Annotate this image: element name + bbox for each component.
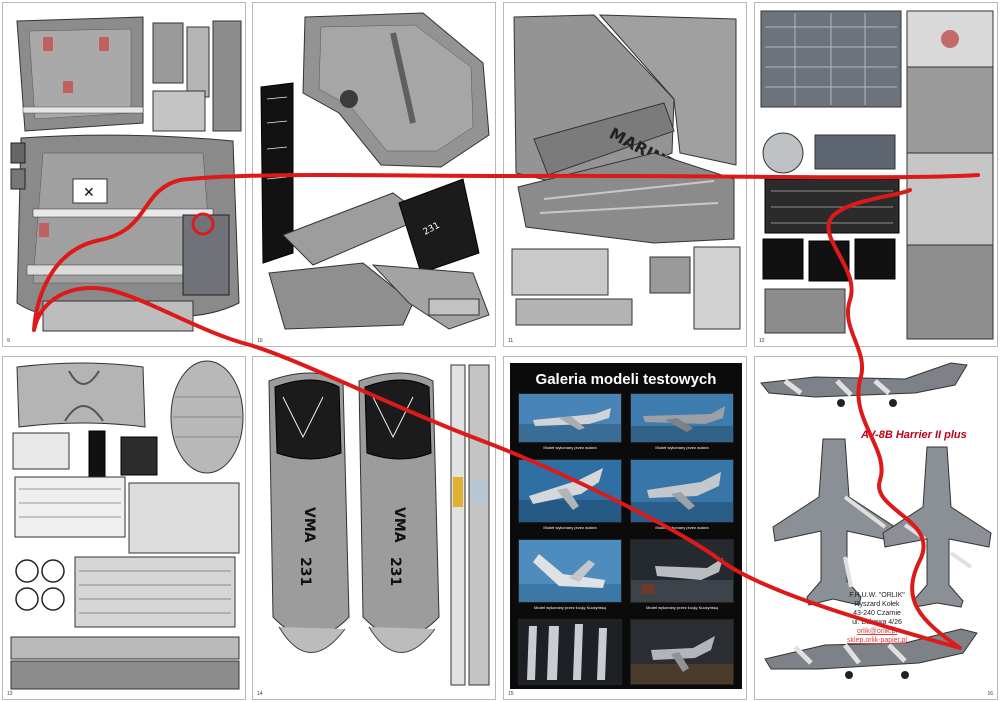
gallery-panel: Galeria modeli testowych Model wykonany … bbox=[510, 363, 742, 689]
photo-7-image bbox=[519, 620, 621, 684]
page-number: 13 bbox=[7, 691, 13, 697]
photo-2-image bbox=[631, 394, 733, 442]
gallery-sheet: Galeria modeli testowych Model wykonany … bbox=[503, 356, 747, 700]
parts-sheet-5: 13 bbox=[2, 356, 246, 700]
publisher-line-4: ul. Bukowa 4/26 bbox=[852, 619, 902, 626]
parts-sheet-2: 231 10 bbox=[252, 2, 496, 347]
harrier-plan-view-left bbox=[772, 438, 896, 606]
parts-sheet-6: VMA 231 VMA 231 14 bbox=[252, 356, 496, 700]
parts-sheet-1-drawing: ✕ bbox=[10, 16, 242, 332]
svg-text:✕: ✕ bbox=[83, 185, 95, 201]
gallery-caption-5: Model wykonany przez Łucję Kuczyńską bbox=[534, 605, 606, 610]
page-number: 11 bbox=[508, 338, 514, 344]
photo-1-image bbox=[519, 394, 621, 442]
publisher-line-2: Ryszard Kołek bbox=[854, 601, 900, 608]
gallery-photo-8 bbox=[630, 619, 734, 685]
photo-3-image bbox=[519, 460, 621, 522]
model-title: AV-8B Harrier II plus bbox=[861, 429, 967, 441]
parts-sheet-5-drawing bbox=[10, 360, 244, 690]
parts-sheet-4-drawing bbox=[760, 10, 994, 340]
gallery-title: Galeria modeli testowych bbox=[535, 371, 717, 388]
decal-number-right: 231 bbox=[387, 557, 403, 586]
gallery-photo-4 bbox=[630, 459, 734, 523]
parts-sheet-3: MARINES 11 bbox=[503, 2, 747, 347]
page-number: 12 bbox=[759, 338, 765, 344]
parts-sheet-4: 12 bbox=[754, 2, 998, 347]
cover-illustrations bbox=[760, 362, 992, 679]
decal-number-left: 231 bbox=[297, 557, 313, 586]
page-number: 10 bbox=[257, 338, 263, 344]
gallery-caption-3: Model wykonany przez autora bbox=[543, 525, 597, 530]
page-number: 14 bbox=[257, 691, 263, 697]
parts-sheet-1: ✕ 9 bbox=[2, 2, 246, 347]
gallery-photo-6 bbox=[630, 539, 734, 603]
harrier-plan-view-right bbox=[882, 446, 992, 608]
photo-4-image bbox=[631, 460, 733, 522]
parts-sheet-3-drawing: MARINES bbox=[511, 14, 741, 330]
decal-squadron-left: VMA bbox=[301, 507, 317, 543]
gallery-photo-1 bbox=[518, 393, 622, 443]
publisher-shop-link[interactable]: sklep.orlik-papier.pl bbox=[847, 637, 907, 644]
publisher-info: F.H.U.W. "ORLIK" Ryszard Kołek 43-240 Cz… bbox=[845, 591, 909, 645]
publisher-email-link[interactable]: orlik@orlik.pl bbox=[856, 628, 898, 635]
page-number: 16 bbox=[987, 691, 993, 697]
gallery-photo-7 bbox=[518, 619, 622, 685]
photo-6-image bbox=[631, 540, 733, 602]
gallery-photo-2 bbox=[630, 393, 734, 443]
photo-5-image bbox=[519, 540, 621, 602]
photo-8-image bbox=[631, 620, 733, 684]
gallery-photo-5 bbox=[518, 539, 622, 603]
gallery-photo-3 bbox=[518, 459, 622, 523]
publisher-line-3: 43-240 Czarnie bbox=[853, 610, 901, 617]
parts-sheet-6-drawing: VMA 231 VMA 231 bbox=[268, 364, 490, 686]
gallery-caption-4: Model wykonany przez autora bbox=[655, 525, 709, 530]
gallery-caption-6: Model wykonany przez Łucję Kuczyńską bbox=[646, 605, 718, 610]
page-number: 15 bbox=[508, 691, 514, 697]
parts-sheet-2-drawing: 231 bbox=[260, 12, 490, 330]
page-number: 9 bbox=[7, 338, 10, 344]
decal-squadron-right: VMA bbox=[391, 507, 407, 543]
cover-sheet: AV-8B Harrier II plus F.H.U.W. "ORLIK" R… bbox=[754, 356, 998, 700]
harrier-side-view-top bbox=[760, 362, 968, 407]
gallery-caption-2: Model wykonany przez autora bbox=[655, 445, 709, 450]
gallery-caption-1: Model wykonany przez autora bbox=[543, 445, 597, 450]
publisher-line-1: F.H.U.W. "ORLIK" bbox=[849, 592, 905, 599]
